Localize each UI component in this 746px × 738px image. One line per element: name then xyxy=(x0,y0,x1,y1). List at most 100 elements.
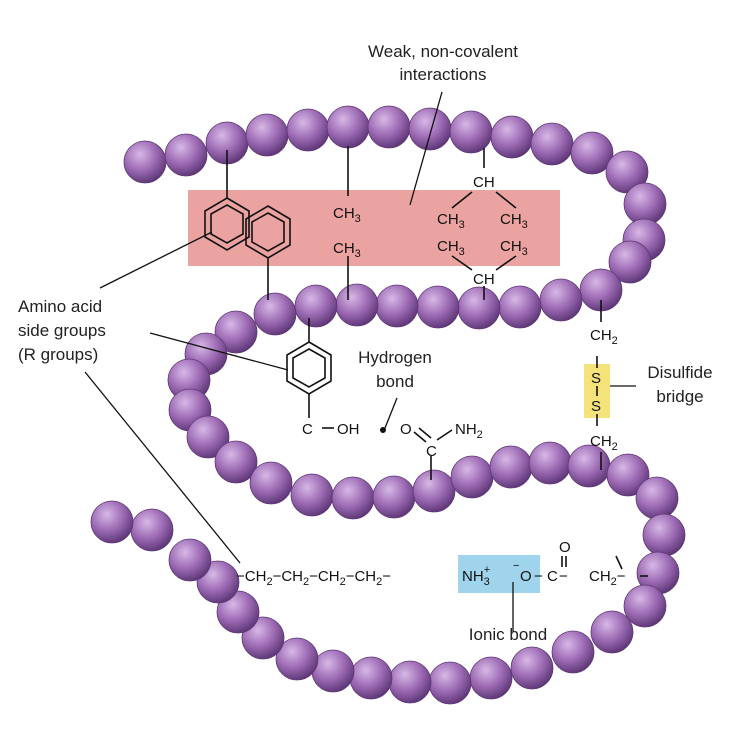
ch2-lower-label: CH xyxy=(590,433,612,450)
amino-acid-bead xyxy=(286,108,330,152)
ch2-terminal: CH xyxy=(589,568,611,585)
sulfur-lower: S xyxy=(591,398,601,415)
nh2-label: NH xyxy=(455,421,477,438)
amino-acid-bead xyxy=(164,133,208,177)
amino-acid-bead xyxy=(214,440,258,484)
amino-acid-bead xyxy=(528,441,572,485)
svg-text:CH3: CH3 xyxy=(437,211,465,231)
amino-acid-bead xyxy=(498,285,542,329)
svg-text:CH2: CH2 xyxy=(590,327,618,347)
amino-label-line-3: (R groups) xyxy=(18,345,98,364)
amino-acid-bead xyxy=(606,453,650,497)
c-label: C xyxy=(302,421,313,438)
amino-acid-bead xyxy=(416,285,460,329)
amino-acid-bead xyxy=(412,469,456,513)
ionic-box xyxy=(458,555,540,593)
disulfide-label-line-2: bridge xyxy=(656,387,703,406)
amino-acid-bead xyxy=(457,286,501,330)
svg-text:NH2: NH2 xyxy=(455,421,483,441)
ch-bottom-label: CH xyxy=(473,271,495,288)
disulfide-label-line-1: Disulfide xyxy=(647,363,712,382)
amino-acid-bead xyxy=(130,508,174,552)
amino-acid-bead xyxy=(567,444,611,488)
amino-leader-3 xyxy=(84,371,241,564)
ch3-left-lower: CH xyxy=(437,238,459,255)
amino-label-line-2: side groups xyxy=(18,321,106,340)
ch3-right-upper: CH xyxy=(500,211,522,228)
amino-acid-bead xyxy=(349,656,393,700)
ionic-bond-label: Ionic bond xyxy=(469,625,547,644)
amino-acid-bead xyxy=(510,646,554,690)
carbonyl-o: O xyxy=(559,539,571,556)
ch3-top-label: CH xyxy=(333,205,355,222)
carboxylate-bond-1: − xyxy=(534,568,543,585)
carboxylate-o: O xyxy=(520,568,532,585)
amino-leader-1 xyxy=(99,231,213,289)
svg-text:CH3: CH3 xyxy=(437,238,465,258)
weak-label-line-1: Weak, non-covalent xyxy=(368,42,518,61)
amino-acid-bead xyxy=(530,122,574,166)
amino-acid-bead xyxy=(408,107,452,151)
lysine-chain: −CH2−CH2−CH2−CH2− xyxy=(236,568,391,588)
amino-acid-bead xyxy=(326,105,370,149)
amide-c-label: C xyxy=(426,443,437,460)
amino-acid-bead xyxy=(90,500,134,544)
ch-top-label: CH xyxy=(473,174,495,191)
amino-acid-bead xyxy=(214,310,258,354)
chemistry-labels: CH3 CH3 CH CH3 CH3 CH3 CH3 CH C OH O NH2… xyxy=(236,174,626,588)
weak-label-line-2: interactions xyxy=(400,65,487,84)
plus-charge: + xyxy=(484,564,490,576)
svg-text:CH2: CH2 xyxy=(590,433,618,453)
amino-acid-bead xyxy=(245,113,289,157)
amino-acid-bead xyxy=(123,140,167,184)
amino-acid-bead xyxy=(372,475,416,519)
nh3-label: NH xyxy=(462,568,484,585)
amino-leader-2 xyxy=(149,332,289,371)
amino-acid-bead xyxy=(450,455,494,499)
amino-acid-bead xyxy=(290,473,334,517)
ch3-bottom-label: CH xyxy=(333,240,355,257)
ch3-left-upper: CH xyxy=(437,211,459,228)
ch2-upper-label: CH xyxy=(590,327,612,344)
hbond-label-line-2: bond xyxy=(376,372,414,391)
amino-acid-bead xyxy=(367,105,411,149)
svg-text:CH3: CH3 xyxy=(333,205,361,225)
amino-acid-bead xyxy=(623,584,667,628)
amino-acid-bead xyxy=(539,278,583,322)
benzene-ring-1 xyxy=(204,197,250,251)
amino-acid-bead xyxy=(449,110,493,154)
svg-text:CH3: CH3 xyxy=(500,238,528,258)
amino-acid-bead xyxy=(428,661,472,705)
amino-acid-bead xyxy=(311,649,355,693)
polypeptide-chain xyxy=(90,105,686,705)
carboxylate-c: C xyxy=(547,568,558,585)
amino-acid-bead xyxy=(216,590,260,634)
amino-acid-bead xyxy=(249,461,293,505)
hydrogen-bond-dot xyxy=(380,427,386,433)
amino-acid-bead xyxy=(490,115,534,159)
amino-acid-bead xyxy=(168,538,212,582)
amino-acid-bead xyxy=(388,660,432,704)
amino-acid-bead xyxy=(294,284,338,328)
amino-acid-bead xyxy=(551,630,595,674)
weak-interaction-leader xyxy=(409,91,443,206)
amino-acid-bead xyxy=(469,656,513,700)
carboxylate-bond-2: − xyxy=(559,568,568,585)
hbond-leader xyxy=(384,397,398,429)
amino-acid-bead xyxy=(375,284,419,328)
svg-text:CH3: CH3 xyxy=(333,240,361,260)
hbond-label-line-1: Hydrogen xyxy=(358,348,432,367)
amino-acid-bead xyxy=(186,415,230,459)
hydrophobic-interaction-box xyxy=(188,190,560,266)
svg-text:NH3+: NH3+ xyxy=(462,564,490,588)
amino-acid-bead xyxy=(590,610,634,654)
amino-acid-bead xyxy=(635,476,679,520)
amino-acid-bead xyxy=(335,283,379,327)
oh-label: OH xyxy=(337,421,360,438)
amino-acid-bead xyxy=(331,476,375,520)
amino-acid-bead xyxy=(608,240,652,284)
svg-text:CH3: CH3 xyxy=(500,211,528,231)
minus-charge: − xyxy=(513,560,519,572)
amino-acid-bead xyxy=(275,637,319,681)
